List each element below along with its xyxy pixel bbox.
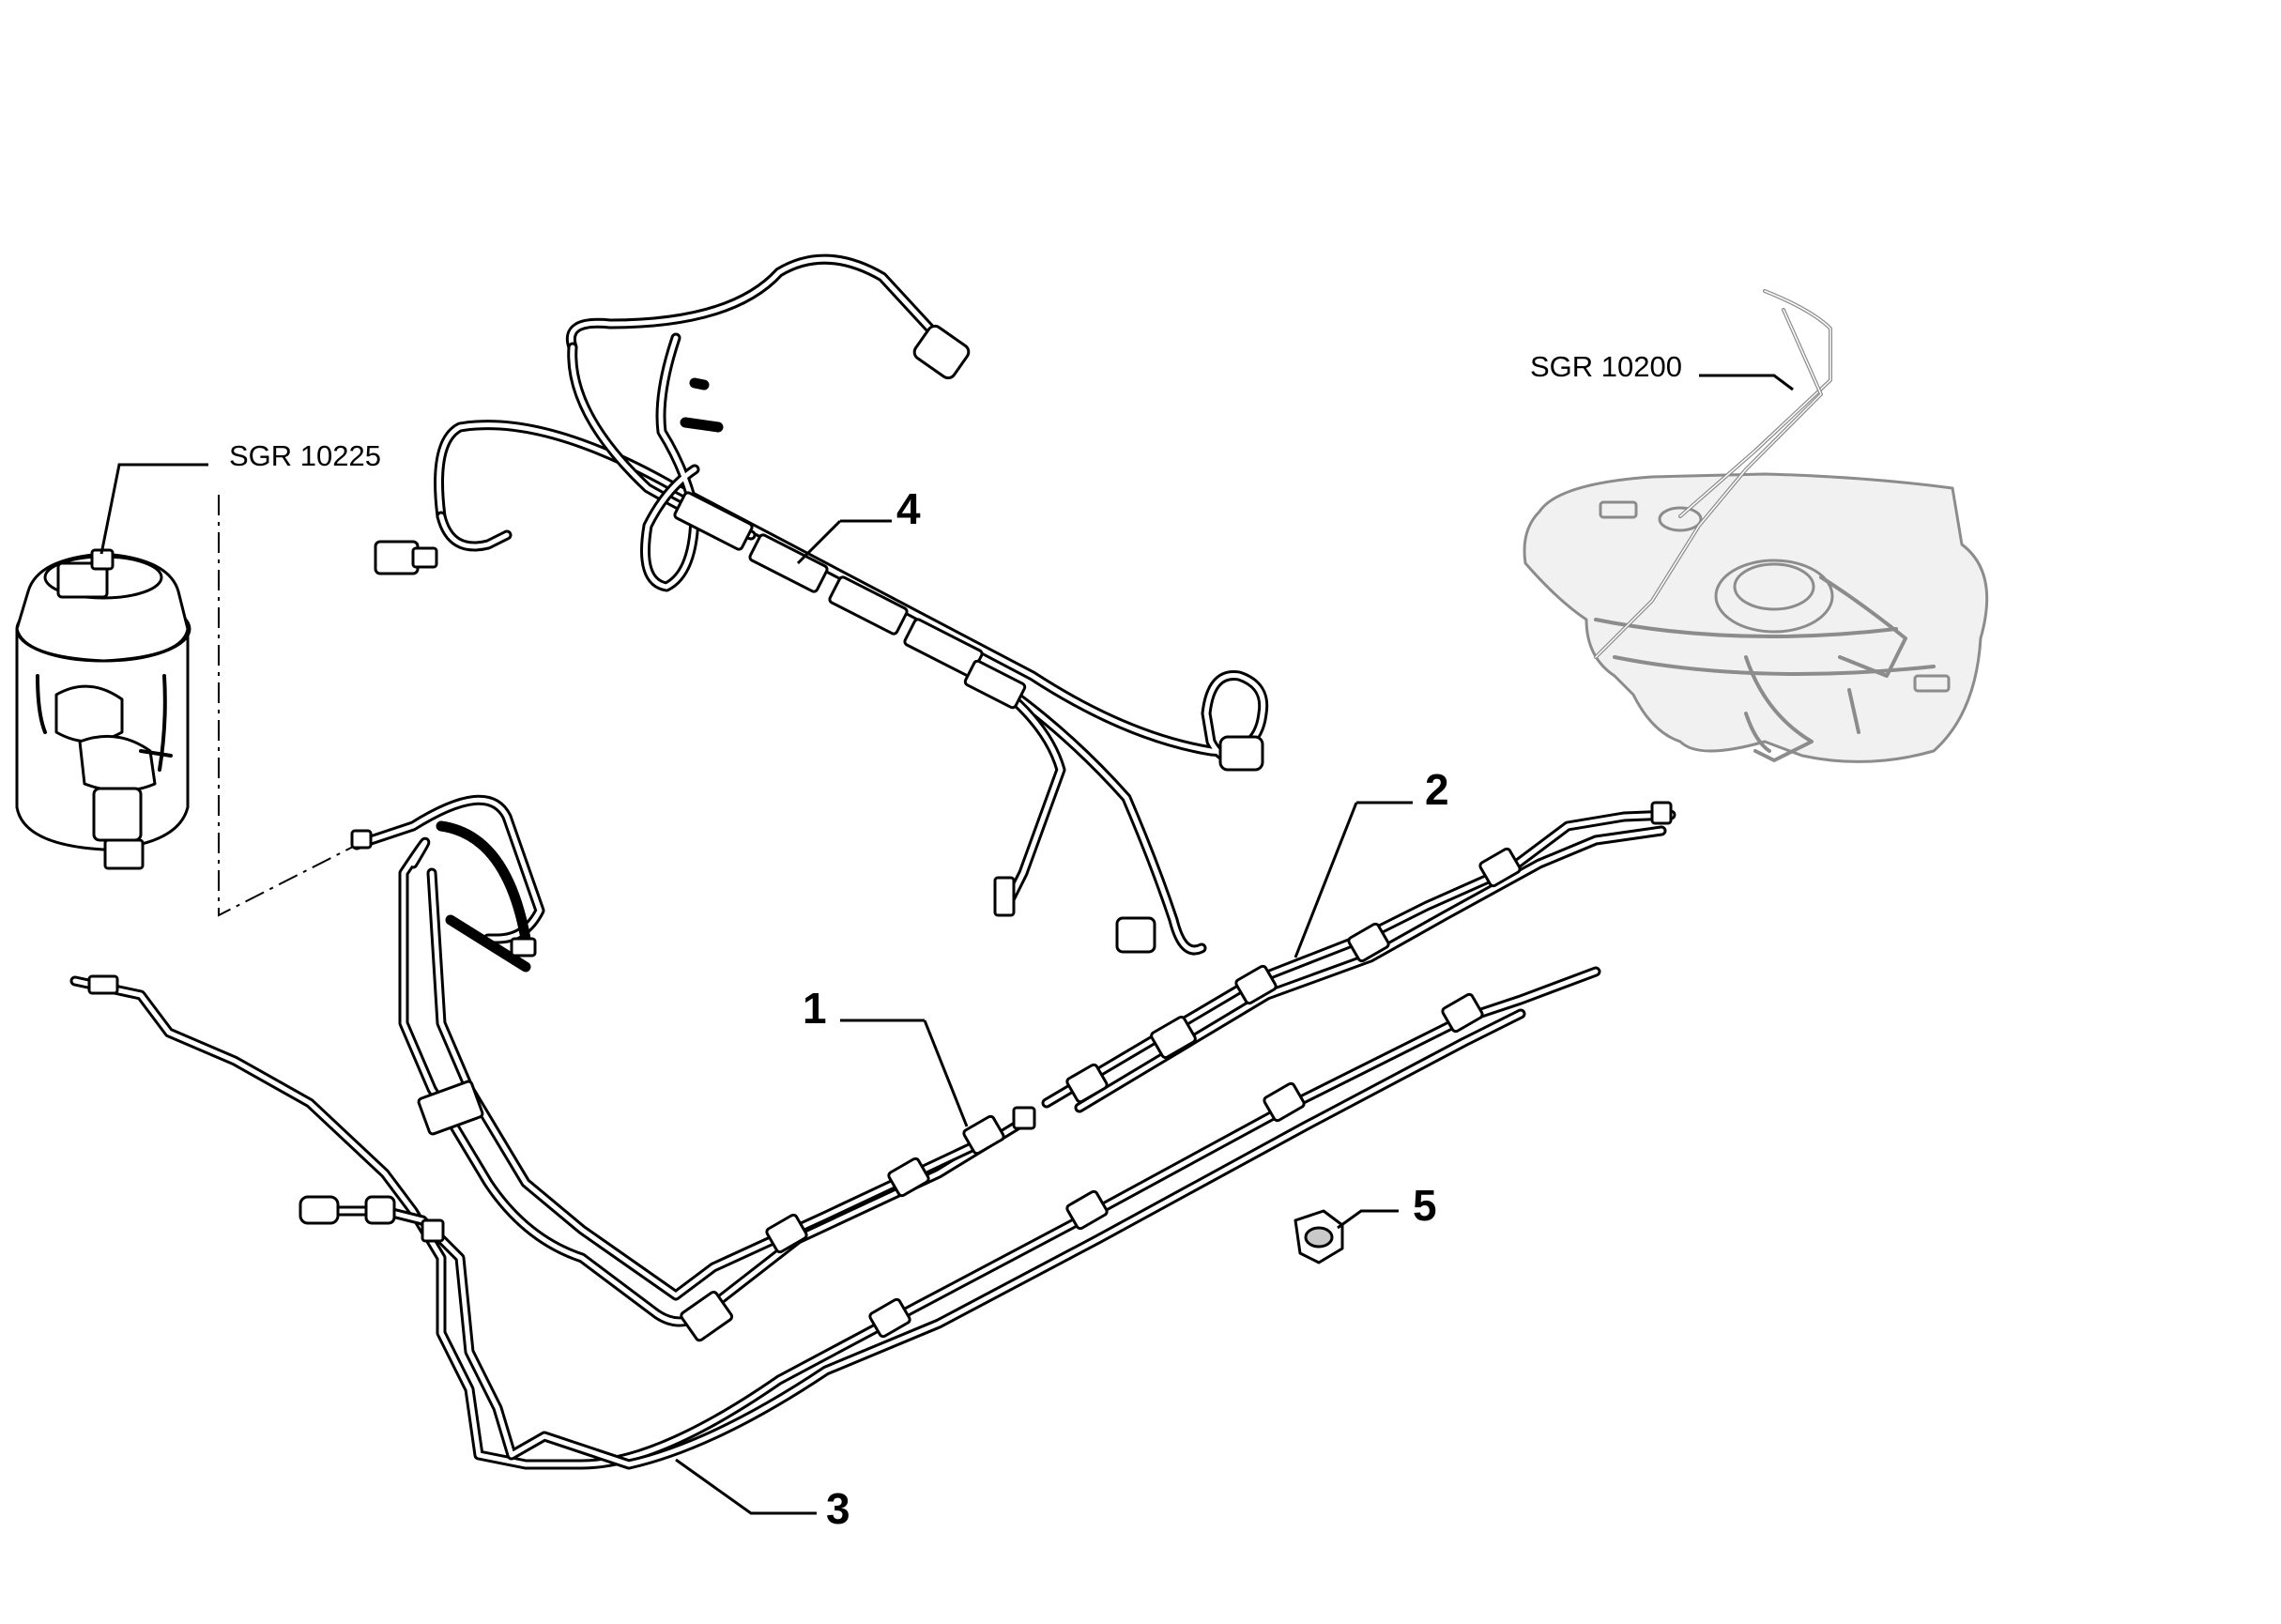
callout-1-label: 1 — [803, 984, 827, 1033]
callout-1: 1 — [803, 984, 969, 1127]
callout-3-label: 3 — [826, 1484, 850, 1533]
callout-5-label: 5 — [1413, 1181, 1437, 1230]
fuel-line-assembly-part-1 — [350, 794, 1036, 1342]
twin-fuel-line-part-2 — [1041, 801, 1676, 1113]
grommet-part-5 — [1294, 1209, 1344, 1264]
fuel-filter-assembly — [15, 548, 191, 870]
callout-4-label: 4 — [896, 484, 921, 533]
filter-reference-label: SGR 10225 — [229, 439, 381, 472]
main-fuel-line-part-3 — [69, 966, 1601, 1470]
tank-reference-label: SGR 10200 — [1530, 350, 1682, 383]
fuel-line-bundle-part-4 — [374, 253, 1269, 956]
filter-reference: SGR 10225 — [100, 439, 381, 555]
callout-4: 4 — [796, 484, 921, 565]
tank-reference: SGR 10200 — [1530, 350, 1794, 391]
callout-5: 5 — [1337, 1181, 1437, 1230]
callout-3: 3 — [675, 1458, 850, 1533]
callout-2-label: 2 — [1425, 765, 1449, 814]
filter-to-line-dashed-leader — [218, 495, 358, 917]
callout-2: 2 — [1294, 765, 1449, 958]
fuel-tank-assembly — [1523, 289, 1989, 763]
